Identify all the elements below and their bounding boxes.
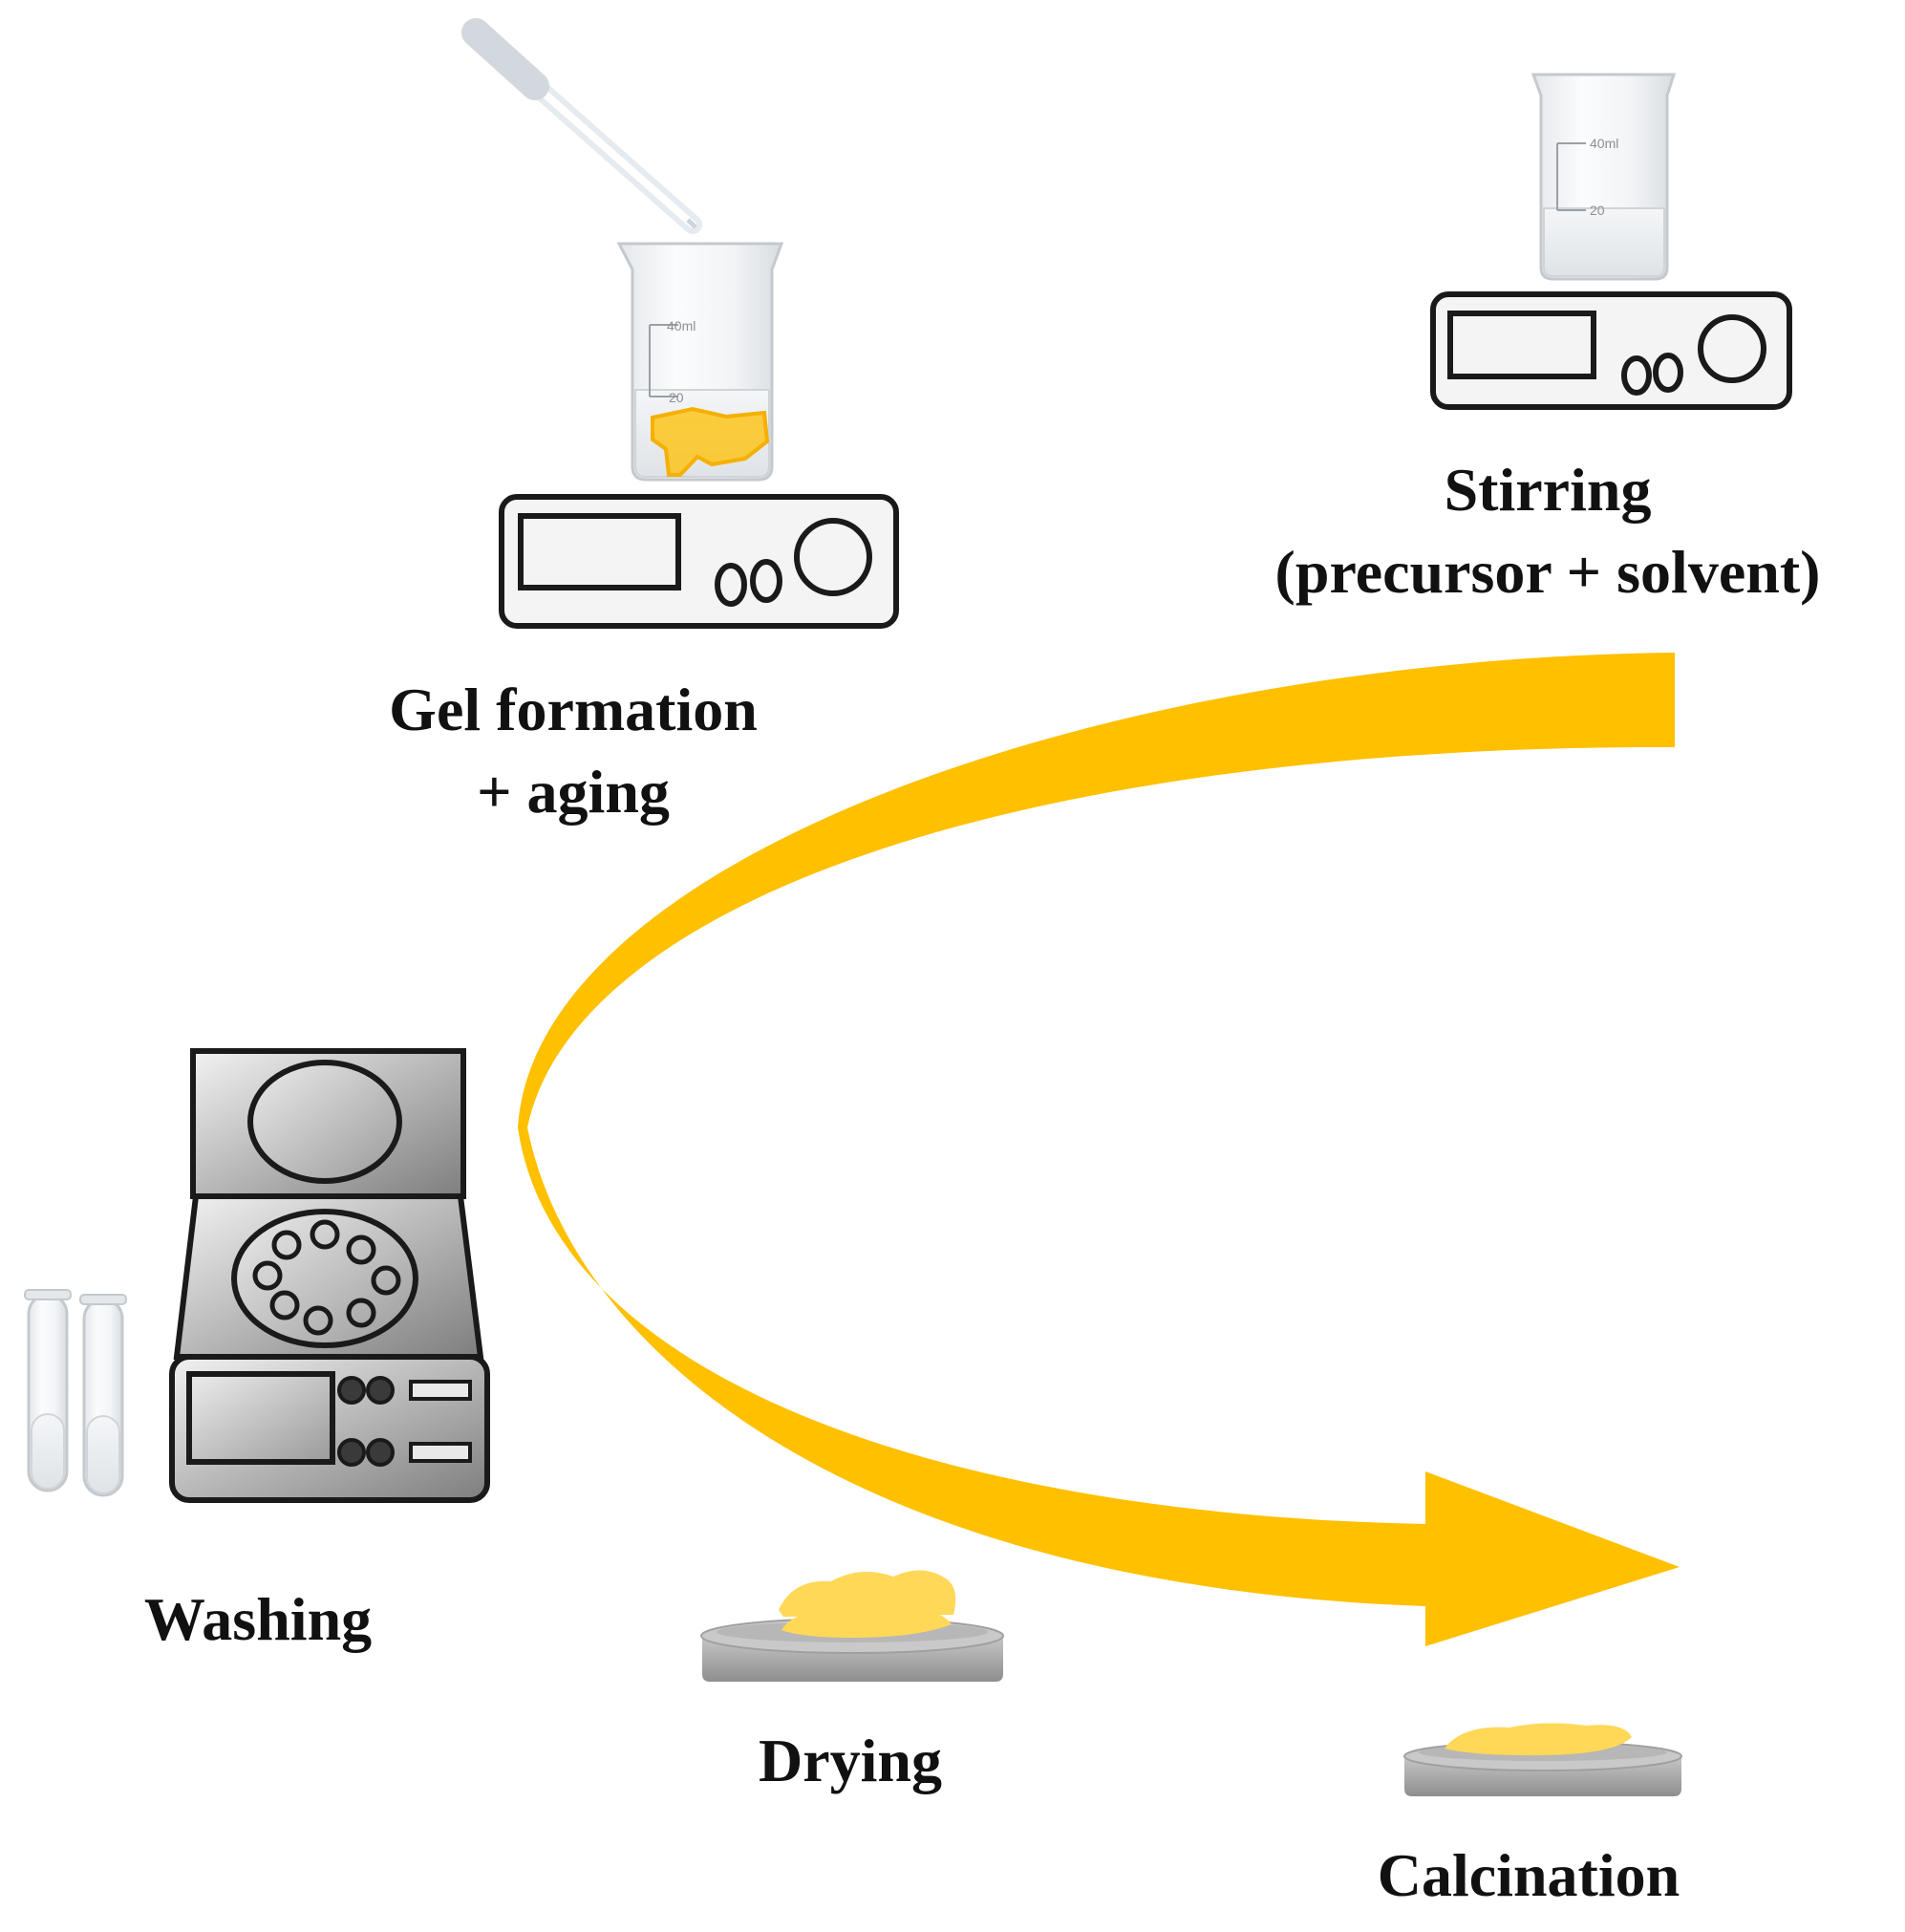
test-tubes-icon — [24, 1289, 127, 1497]
label-gel-formation: Gel formation + aging — [277, 669, 869, 833]
drying-station — [700, 1570, 1004, 1682]
gel-mass — [651, 406, 770, 477]
label-gel-formation-title: Gel formation — [389, 676, 758, 743]
beaker-icon: 40ml 20 — [616, 242, 784, 482]
pipette-icon — [461, 18, 702, 234]
svg-text:40ml: 40ml — [667, 318, 696, 333]
magnetic-stirrer-icon — [1430, 291, 1792, 410]
label-gel-formation-detail: + aging — [477, 758, 670, 826]
label-washing: Washing — [143, 1585, 373, 1653]
dish-with-powder-icon — [1403, 1723, 1682, 1796]
label-drying: Drying — [759, 1727, 942, 1794]
stirring-station: 40ml 20 — [1430, 73, 1792, 410]
dish-with-powder-icon — [700, 1570, 1004, 1682]
washing-station — [24, 1048, 490, 1503]
label-stirring-title: Stirring — [1444, 456, 1652, 524]
beaker-icon: 40ml 20 — [1530, 73, 1677, 281]
centrifuge-icon — [169, 1048, 490, 1503]
svg-text:20: 20 — [1590, 203, 1605, 218]
label-stirring-detail: (precursor + solvent) — [1274, 538, 1821, 606]
label-calcination: Calcination — [1377, 1841, 1680, 1909]
label-stirring: Stirring (precursor + solvent) — [1204, 449, 1892, 613]
svg-text:40ml: 40ml — [1590, 136, 1618, 151]
calcination-station — [1403, 1723, 1682, 1796]
svg-text:20: 20 — [669, 390, 684, 405]
process-flow-arrow — [518, 653, 1680, 1646]
gel-formation-station: 40ml 20 — [461, 18, 899, 629]
magnetic-stirrer-icon — [499, 494, 899, 629]
